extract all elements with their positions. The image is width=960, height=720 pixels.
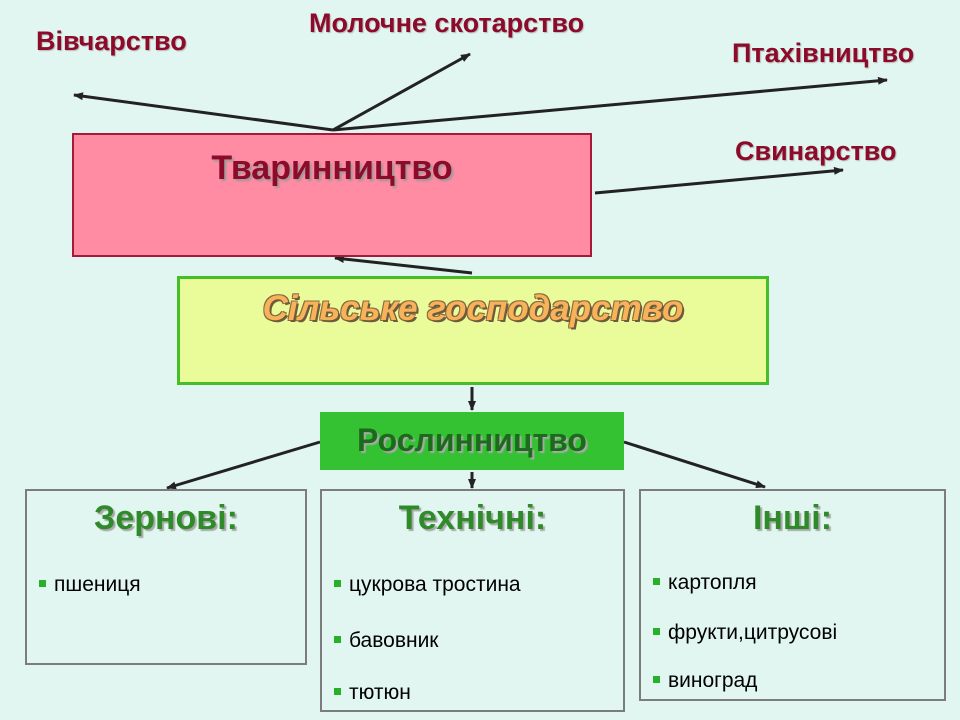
pig-label: Свинарство [735,136,897,166]
dairy-label: Молочне скотарство [309,8,585,38]
technical-title: Технічні: [398,499,547,537]
bullet-icon [334,635,341,643]
other-box: Інші: картопля фрукти,цитрусові виноград [639,489,946,701]
poultry-label: Птахівництво [732,38,915,68]
list-item: картопля [653,571,757,595]
other-title: Інші: [752,499,833,537]
grain-title: Зернові: [94,499,238,537]
arrow-to-sheep [73,92,334,132]
arrow-to-livestock [334,255,473,275]
arrow-to-grain [166,440,321,490]
bullet-icon [653,675,660,683]
sheep-label: Вівчарство [36,26,187,56]
agriculture-title: Сільське господарство [262,289,684,328]
grain-box: Зернові: пшениця [25,489,307,665]
arrow-to-pig [594,166,844,195]
list-item: пшениця [39,573,141,597]
bullet-icon [653,577,660,585]
agriculture-box: Сільське господарство [177,276,769,385]
crops-title: Рослинництво [357,422,587,458]
list-item: тютюн [334,681,411,705]
list-item: цукрова тростина [334,573,521,597]
bullet-icon [334,687,341,695]
technical-box: Технічні: цукрова тростина бавовник тютю… [320,489,625,712]
bullet-icon [334,579,341,587]
list-item: бавовник [334,629,439,653]
list-item: фрукти,цитрусові [653,621,837,645]
list-item: виноград [653,669,757,693]
arrow-to-other [623,440,766,489]
crops-box: Рослинництво [320,412,624,470]
bullet-icon [39,579,46,587]
arrow-to-poultry [332,76,888,132]
bullet-icon [653,627,660,635]
livestock-box: Тваринництво [72,133,592,257]
arrow-to-dairy [332,52,471,132]
livestock-title: Тваринництво [211,149,453,187]
